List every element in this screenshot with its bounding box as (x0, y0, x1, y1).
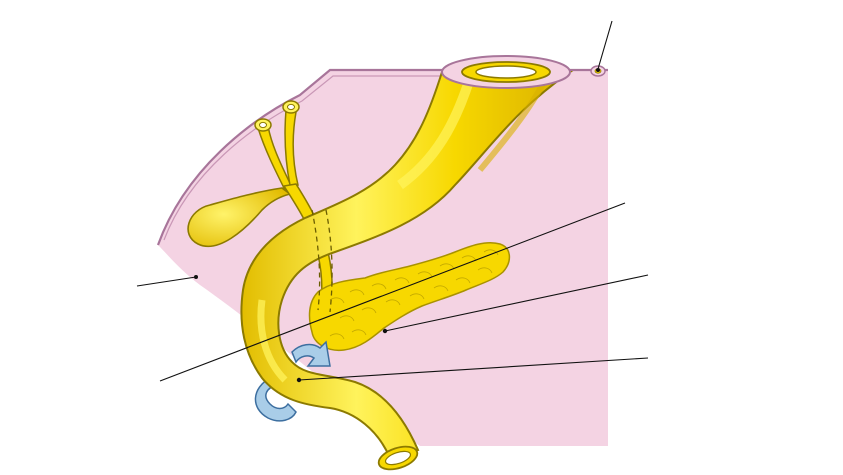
rotation-arrow-head (291, 340, 331, 367)
leader-lines (136, 20, 649, 382)
gut-tube (240, 71, 574, 460)
bile-duct-hidden (311, 209, 333, 313)
jejunum-opening (377, 445, 419, 471)
hepatic-duct-right (284, 109, 299, 186)
stomach-opening (441, 55, 571, 89)
rotation-arrow-back (254, 377, 297, 422)
leader-peritoneum (136, 276, 197, 287)
gallbladder (187, 187, 292, 248)
leader-vessel (597, 20, 613, 70)
mesentery-edge (156, 68, 608, 246)
leader-bile-duct (159, 202, 626, 382)
mesentery-sheet (158, 70, 608, 446)
pancreas-lobules (329, 249, 499, 340)
leader-duodenum (298, 357, 649, 381)
leader-dots (194, 68, 600, 383)
pancreas (308, 241, 511, 352)
leader-pancreas (384, 274, 649, 332)
